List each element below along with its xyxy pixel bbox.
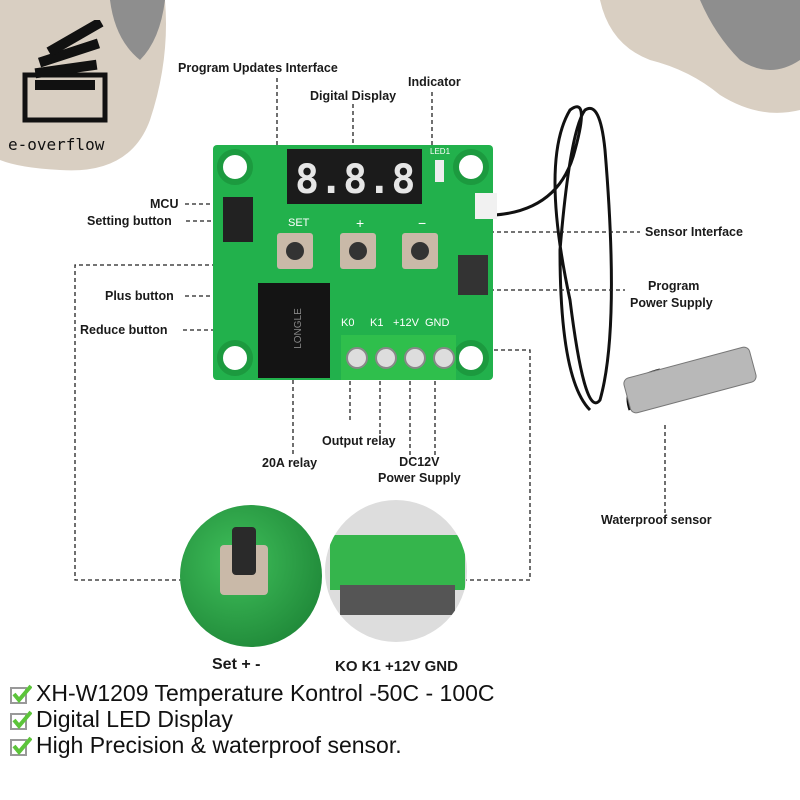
screw-terminal[interactable] bbox=[346, 347, 368, 369]
logo-icon bbox=[22, 17, 108, 123]
callout-line: Power Supply bbox=[630, 296, 713, 310]
checkbox-checked-icon bbox=[10, 736, 32, 756]
callout-sensor-interface: Sensor Interface bbox=[645, 225, 743, 239]
callout-dc12v: DC12V Power Supply bbox=[378, 455, 461, 485]
callout-mcu: MCU bbox=[150, 197, 179, 211]
indicator-led bbox=[435, 160, 444, 182]
terminal-label: K0 bbox=[341, 317, 355, 329]
callout-output-relay: Output relay bbox=[322, 434, 396, 448]
mounting-hole bbox=[453, 340, 489, 376]
callout-line: Program bbox=[648, 279, 700, 293]
minus-silk: − bbox=[418, 215, 427, 231]
feature-item: Digital LED Display bbox=[10, 706, 233, 733]
feature-item: High Precision & waterproof sensor. bbox=[10, 732, 402, 759]
mounting-hole bbox=[453, 149, 489, 185]
callout-program-updates: Program Updates Interface bbox=[178, 61, 338, 75]
callout-setting-button: Setting button bbox=[87, 214, 172, 228]
terminal-closeup bbox=[330, 535, 465, 590]
callout-plus-button: Plus button bbox=[105, 289, 174, 303]
caption-terminals: KO K1 +12V GND bbox=[335, 658, 458, 675]
pcb-board: 8.8.8 LED1 SET + − LONGLE K0 K1 +12V GND bbox=[213, 145, 497, 380]
feature-item: XH-W1209 Temperature Kontrol -50C - 100C bbox=[10, 680, 495, 707]
screw-terminal[interactable] bbox=[404, 347, 426, 369]
display-digits: 8.8.8 bbox=[295, 157, 416, 203]
mounting-hole bbox=[217, 149, 253, 185]
callout-reduce-button: Reduce button bbox=[80, 323, 168, 337]
plus-silk: + bbox=[356, 215, 365, 231]
logo-text: e-overflow bbox=[8, 135, 105, 154]
terminal-label: +12V bbox=[393, 317, 419, 329]
terminal-block bbox=[341, 335, 456, 380]
relay-text: LONGLE bbox=[292, 308, 304, 349]
screw-terminal[interactable] bbox=[375, 347, 397, 369]
feature-text: XH-W1209 Temperature Kontrol -50C - 100C bbox=[36, 680, 495, 706]
set-silk: SET bbox=[288, 217, 310, 229]
screw-terminal[interactable] bbox=[433, 347, 455, 369]
minus-button[interactable] bbox=[402, 233, 438, 269]
plus-button[interactable] bbox=[340, 233, 376, 269]
led-label: LED1 bbox=[430, 147, 451, 156]
sensor-connector bbox=[475, 193, 497, 219]
digital-display: 8.8.8 bbox=[287, 149, 422, 204]
logo: e-overflow bbox=[8, 17, 110, 154]
mcu-chip bbox=[223, 197, 253, 242]
terminal-pins bbox=[340, 585, 455, 615]
checkbox-checked-icon bbox=[10, 710, 32, 730]
callout-line: DC12V bbox=[399, 455, 440, 469]
power-regulator bbox=[458, 255, 488, 295]
terminal-label: K1 bbox=[370, 317, 384, 329]
caption-buttons: Set + - bbox=[212, 656, 261, 673]
callout-20a-relay: 20A relay bbox=[262, 456, 318, 470]
callout-digital-display: Digital Display bbox=[310, 89, 397, 103]
checkbox-checked-icon bbox=[10, 684, 32, 704]
callout-waterproof-sensor: Waterproof sensor bbox=[601, 513, 712, 527]
closeup-buttons bbox=[180, 505, 322, 647]
set-button[interactable] bbox=[277, 233, 313, 269]
callout-line: Power Supply bbox=[378, 471, 461, 485]
relay: LONGLE bbox=[258, 283, 330, 378]
feature-text: High Precision & waterproof sensor. bbox=[36, 732, 402, 758]
closeup-terminals bbox=[325, 500, 467, 642]
feature-text: Digital LED Display bbox=[36, 706, 233, 732]
mounting-hole bbox=[217, 340, 253, 376]
terminal-label: GND bbox=[425, 317, 450, 329]
button-cap bbox=[232, 527, 256, 575]
callout-indicator: Indicator bbox=[408, 75, 461, 89]
